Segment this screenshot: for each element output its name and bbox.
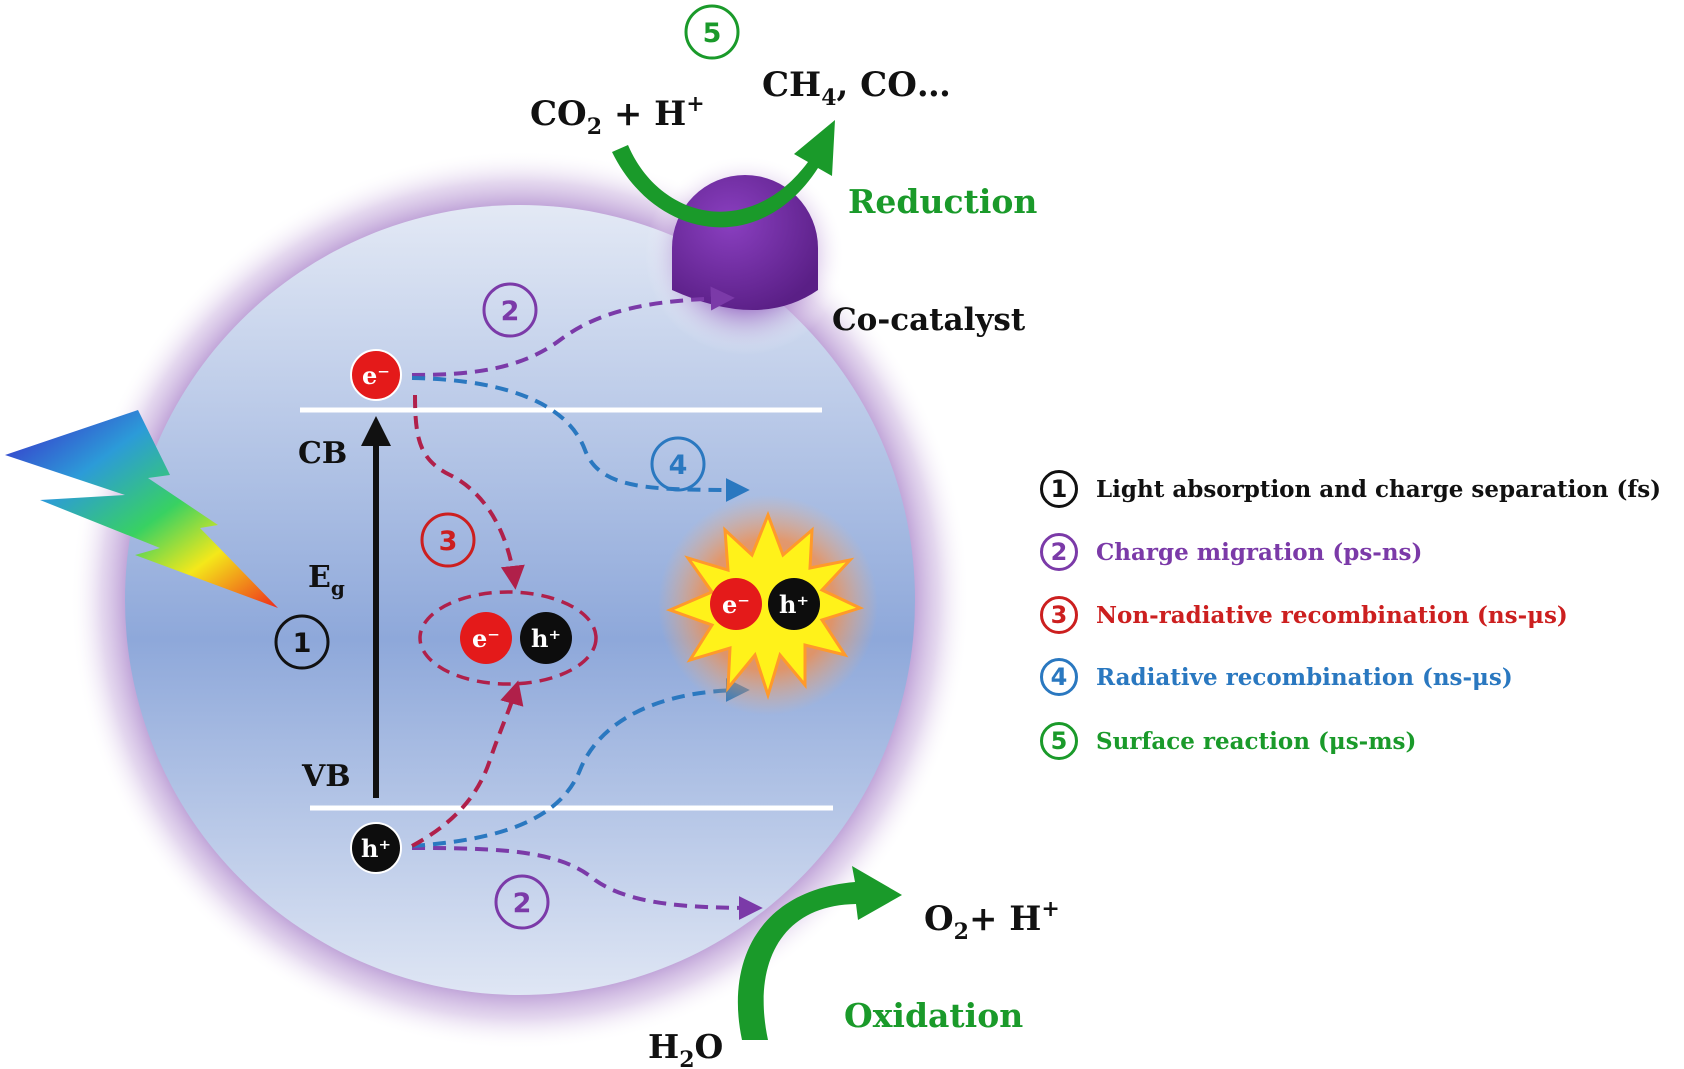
electron-cb-label: e⁻ bbox=[362, 361, 390, 390]
cocatalyst-label: Co-catalyst bbox=[832, 302, 1026, 338]
vb-label: VB bbox=[301, 759, 351, 794]
cocatalyst-particle bbox=[672, 175, 818, 310]
electron-nonradiative-arrow bbox=[413, 394, 525, 590]
step-4-badge: 4 bbox=[650, 436, 706, 492]
hole-vb bbox=[350, 822, 402, 874]
reduction-arrow bbox=[612, 120, 835, 228]
electron-nonradiative-label: e⁻ bbox=[472, 624, 500, 653]
legend-badge-4: 4 bbox=[1040, 658, 1078, 696]
legend-text-1: Light absorption and charge separation (… bbox=[1096, 475, 1662, 503]
oxidation-reactant: H2O bbox=[648, 1027, 723, 1069]
legend-text-2: Charge migration (ps-ns) bbox=[1096, 538, 1423, 566]
legend-badge-3: 3 bbox=[1040, 596, 1078, 634]
legend-text-4: Radiative recombination (ns-μs) bbox=[1096, 663, 1513, 691]
step-2-badge-bottom: 2 bbox=[494, 874, 550, 930]
hole-vb-label: h⁺ bbox=[361, 834, 391, 863]
nonradiative-pair-outline bbox=[418, 590, 598, 686]
legend-badge-2: 2 bbox=[1040, 533, 1078, 571]
svg-text:4: 4 bbox=[669, 450, 688, 481]
electron-cb bbox=[350, 349, 402, 401]
step-3-badge: 3 bbox=[420, 512, 476, 568]
light-bolt-icon bbox=[5, 410, 278, 608]
svg-text:2: 2 bbox=[501, 296, 520, 327]
legend-item-5: 5 Surface reaction (μs-ms) bbox=[1040, 718, 1416, 764]
step-1-badge: 1 bbox=[274, 614, 330, 670]
legend-item-3: 3 Non-radiative recombination (ns-μs) bbox=[1040, 592, 1568, 638]
reduction-reactant: CO2 + H+ bbox=[530, 91, 705, 140]
electron-nonradiative bbox=[460, 612, 512, 664]
legend-item-1: 1 Light absorption and charge separation… bbox=[1040, 466, 1661, 512]
legend-badge-5: 5 bbox=[1040, 722, 1078, 760]
svg-text:2: 2 bbox=[513, 888, 532, 919]
oxidation-product: O2+ H+ bbox=[924, 896, 1060, 945]
radiative-burst bbox=[665, 510, 865, 701]
oxidation-label: Oxidation bbox=[844, 996, 1023, 1035]
electron-migration-arrow bbox=[411, 286, 735, 377]
hole-migration-arrow bbox=[411, 846, 763, 920]
reduction-product: CH4, CO… bbox=[762, 65, 951, 111]
electron-radiative bbox=[710, 578, 762, 630]
legend-text-3: Non-radiative recombination (ns-μs) bbox=[1096, 601, 1568, 629]
reduction-label: Reduction bbox=[848, 182, 1037, 221]
oxidation-arrow bbox=[737, 866, 902, 1040]
hole-radiative bbox=[768, 578, 820, 630]
bandgap-label: Eg bbox=[308, 560, 345, 600]
svg-text:3: 3 bbox=[439, 526, 458, 557]
legend-item-4: 4 Radiative recombination (ns-μs) bbox=[1040, 654, 1513, 700]
svg-text:5: 5 bbox=[703, 18, 722, 49]
legend-item-2: 2 Charge migration (ps-ns) bbox=[1040, 529, 1422, 575]
legend-text-5: Surface reaction (μs-ms) bbox=[1096, 727, 1417, 755]
electron-radiative-label: e⁻ bbox=[722, 590, 750, 619]
hole-nonradiative-label: h⁺ bbox=[531, 624, 561, 653]
hole-radiative-label: h⁺ bbox=[779, 590, 809, 619]
cb-label: CB bbox=[298, 436, 347, 471]
hole-radiative-arrow bbox=[411, 678, 750, 848]
legend-badge-1: 1 bbox=[1040, 470, 1078, 508]
step-5-badge: 5 bbox=[684, 4, 740, 60]
semiconductor-particle bbox=[125, 205, 915, 995]
step-2-badge-top: 2 bbox=[482, 282, 538, 338]
hole-nonradiative-arrow bbox=[411, 680, 524, 848]
svg-text:1: 1 bbox=[293, 628, 312, 659]
hole-nonradiative bbox=[520, 612, 572, 664]
